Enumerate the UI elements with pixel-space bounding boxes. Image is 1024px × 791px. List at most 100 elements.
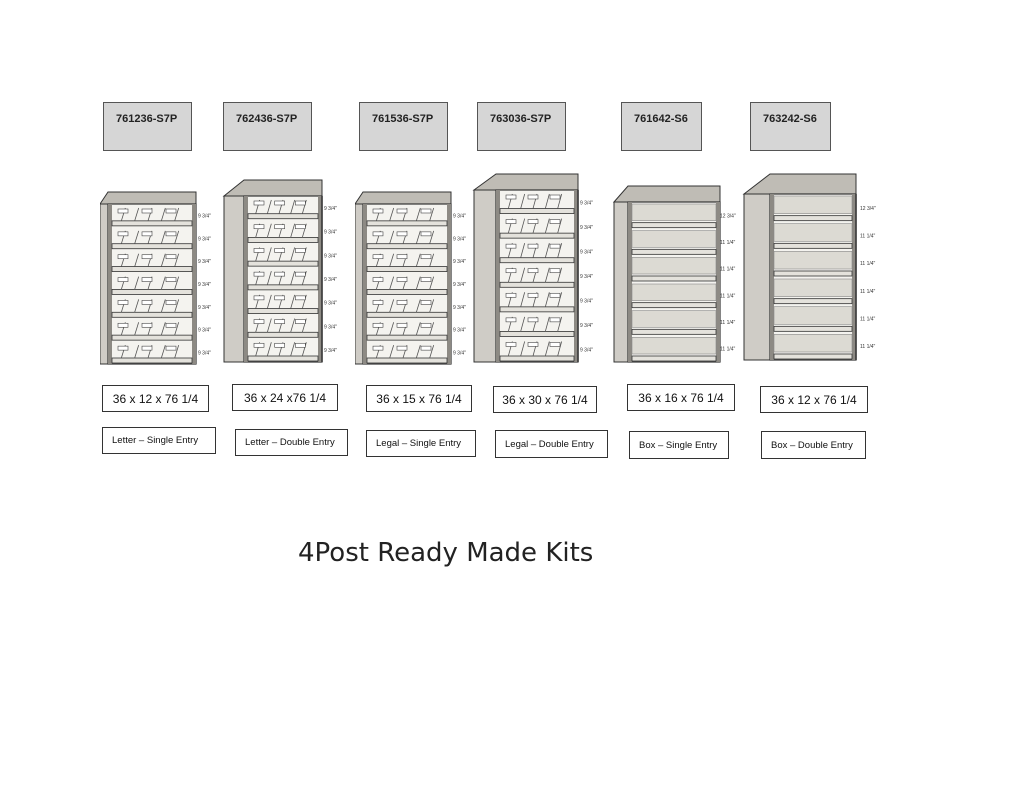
shelf-gap-label: 9 3/4" (580, 200, 593, 206)
box-single-entry-shelving-icon: 12 3/4" 11 1/4" 11 1/4" 11 1/4" 11 1/4" 11 1/… (612, 185, 736, 363)
shelf (773, 215, 853, 222)
shelf-gap-label: 9 3/4" (198, 259, 211, 265)
shelf-gap-label: 9 3/4" (324, 301, 337, 307)
shelf (499, 306, 575, 313)
shelf-gap-label: 9 3/4" (453, 236, 466, 242)
cabinet-top-panel (472, 173, 579, 191)
cabinet-side-panel (223, 195, 245, 363)
shelf-gap-label: 11 1/4" (860, 317, 876, 323)
shelf (247, 308, 319, 314)
shelf (773, 270, 853, 277)
description-label: Letter – Single Entry (102, 427, 216, 454)
shelf-gap-label: 9 3/4" (324, 253, 337, 259)
shelf-gap-label: 9 3/4" (580, 348, 593, 354)
shelf-gap-label: 9 3/4" (324, 277, 337, 283)
shelf (366, 334, 448, 341)
shelf-gap-label: 9 3/4" (198, 351, 211, 357)
shelf-gap-label: 9 3/4" (324, 348, 337, 354)
shelf-gap-label: 11 1/4" (720, 347, 736, 353)
shelf-gap-label: 9 3/4" (580, 323, 593, 329)
shelf (366, 289, 448, 295)
shelf (247, 331, 319, 338)
shelf-gap-label: 11 1/4" (720, 267, 736, 273)
shelf-gap-label: 9 3/4" (198, 236, 211, 242)
description-label: Letter – Double Entry (235, 429, 348, 456)
shelf (773, 298, 853, 305)
dimensions-label: 36 x 24 x76 1/4 (232, 384, 338, 411)
shelf (631, 275, 717, 282)
shelf (631, 355, 717, 362)
shelf-gap-label: 12 3/4" (860, 206, 876, 212)
cabinet-side-panel (100, 203, 109, 365)
description-label: Box – Double Entry (761, 431, 866, 459)
cabinet-front-frame (627, 201, 721, 363)
shelf (631, 248, 717, 255)
shelf (111, 220, 193, 227)
shelf (366, 243, 448, 250)
description-label: Box – Single Entry (629, 431, 729, 459)
description-label: Legal – Double Entry (495, 430, 608, 458)
shelf-gap-label: 11 1/4" (720, 293, 736, 299)
shelf (247, 355, 319, 362)
shelf-gap-label: 9 3/4" (453, 305, 466, 311)
shelf-gap-label: 9 3/4" (324, 324, 337, 330)
shelf (773, 353, 853, 360)
shelf (111, 266, 193, 272)
cabinet-top-panel (355, 191, 452, 205)
cabinet-side-panel (743, 193, 771, 361)
shelf (499, 257, 575, 264)
shelf-gap-label: 9 3/4" (453, 282, 466, 288)
sku-label: 762436-S7P (223, 102, 312, 151)
cabinet-side-panel (613, 201, 629, 363)
dimensions-label: 36 x 15 x 76 1/4 (366, 385, 472, 412)
cabinet-side-panel (355, 203, 364, 365)
shelf (499, 331, 575, 337)
shelf-gap-label: 9 3/4" (580, 299, 593, 305)
shelf-gap-label: 9 3/4" (198, 213, 211, 219)
shelf-gap-label: 11 1/4" (860, 344, 876, 350)
shelf-gap-label: 9 3/4" (453, 213, 466, 219)
dimensions-label: 36 x 30 x 76 1/4 (493, 386, 597, 413)
shelf-gap-label: 11 1/4" (860, 234, 876, 240)
description-label: Legal – Single Entry (366, 430, 476, 457)
sku-label: 761642-S6 (621, 102, 702, 151)
shelf (631, 222, 717, 229)
cabinet-top-panel (742, 173, 857, 195)
shelf (111, 334, 193, 341)
cabinet-top-panel (100, 191, 197, 205)
shelf-gap-label: 9 3/4" (198, 282, 211, 288)
shelf (499, 281, 575, 288)
shelf-gap-label: 11 1/4" (860, 261, 876, 267)
shelf (773, 325, 853, 332)
dimensions-label: 36 x 12 x 76 1/4 (760, 386, 868, 413)
shelf-gap-label: 12 3/4" (720, 213, 736, 219)
shelf-gap-label: 9 3/4" (198, 328, 211, 334)
shelf (499, 355, 575, 362)
shelf (366, 357, 448, 364)
sku-label: 763242-S6 (750, 102, 831, 151)
shelf (366, 266, 448, 272)
cabinet-top-panel (612, 185, 721, 203)
shelf (499, 208, 575, 214)
shelf (631, 302, 717, 309)
shelf (247, 284, 319, 291)
shelf-gap-label: 9 3/4" (453, 259, 466, 265)
shelf (247, 237, 319, 243)
page-title: 4Post Ready Made Kits (298, 538, 594, 568)
letter-single-entry-shelving-icon: 9 3/4" 9 3/4" 9 3/4" 9 3/4" 9 3/4" 9 3/4" 9 3/… (100, 191, 211, 365)
shelf (366, 311, 448, 318)
shelf (111, 357, 193, 364)
shelf-gap-label: 9 3/4" (580, 249, 593, 255)
shelf-gap-label: 11 1/4" (720, 320, 736, 326)
shelf (499, 232, 575, 239)
box-double-entry-shelving-icon: 12 3/4" 11 1/4" 11 1/4" 11 1/4" 11 1/4" 11 1/… (742, 173, 876, 361)
shelf-gap-label: 11 1/4" (720, 240, 736, 246)
shelf-gap-label: 9 3/4" (324, 230, 337, 236)
shelf-gap-label: 11 1/4" (860, 289, 876, 295)
shelf (111, 243, 193, 250)
shelf (247, 260, 319, 267)
letter-double-entry-shelving-icon: 9 3/4"9 3/4"9 3/4"9 3/4"9 3/4"9 3/4"9 3/… (222, 179, 337, 363)
shelf-gap-label: 9 3/4" (198, 305, 211, 311)
shelf (247, 213, 319, 220)
shelf-gap-label: 9 3/4" (580, 274, 593, 280)
